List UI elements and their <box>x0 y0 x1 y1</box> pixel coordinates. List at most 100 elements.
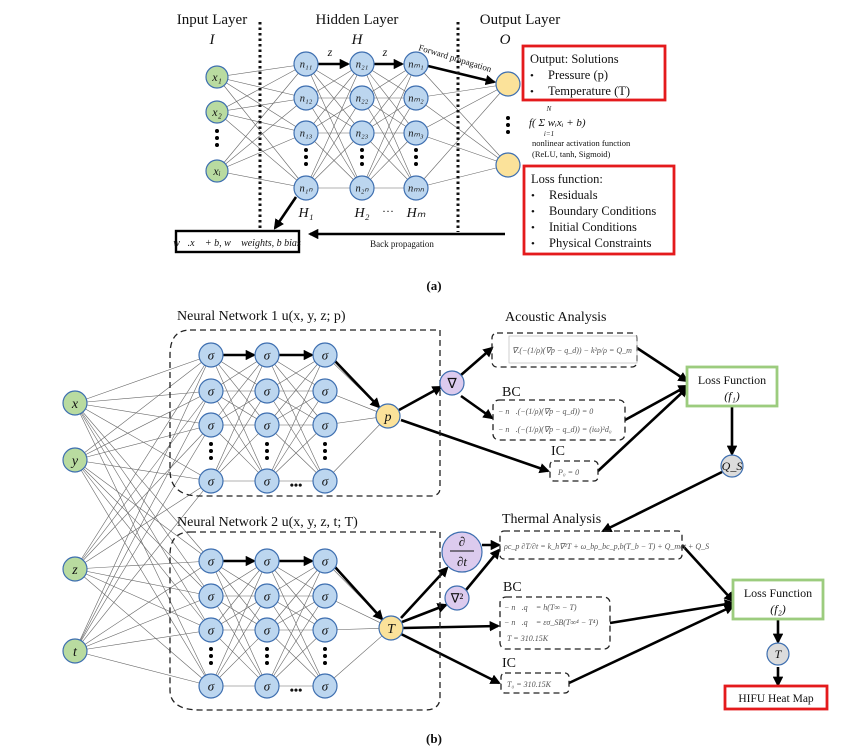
gradient-operator-node-circle <box>439 370 465 396</box>
hidden-hidden-edge <box>305 97 363 189</box>
sigma-node-circle <box>312 342 338 368</box>
thermal-equation: ρc_p ∂T/∂t = k_h∇²T + ω_bρ_bc_p,b(T_b − … <box>503 542 709 551</box>
hidden-hidden-edge <box>305 63 363 134</box>
dot <box>265 661 269 665</box>
output-node <box>495 71 521 97</box>
edge-label-z: z <box>327 45 333 59</box>
nn1-container <box>169 329 441 497</box>
loss-function-item: Physical Constraints <box>549 236 652 250</box>
ic-to-loss-arrow <box>597 386 689 472</box>
input-hidden-edge <box>74 459 212 687</box>
input-hidden-edge <box>74 402 212 631</box>
input-node-y: y <box>62 447 88 473</box>
sigma-node-label: σ <box>208 384 215 399</box>
sigma-node-circle <box>312 412 338 438</box>
nn2-bc-box <box>499 596 611 650</box>
nn2-ic-title: IC <box>502 656 516 671</box>
dot <box>265 647 269 651</box>
bullet: • <box>530 86 534 98</box>
hidden-ellipsis <box>209 647 213 665</box>
sigma-node-label: σ <box>322 679 329 694</box>
heat-source-node: Q_S <box>720 454 744 478</box>
sigma-node: σ <box>198 468 224 494</box>
hidden-node-circle <box>293 85 319 111</box>
input-node: x₁ <box>205 65 229 89</box>
sigma-node-circle <box>254 378 280 404</box>
hidden-ellipsis <box>360 148 364 166</box>
dot <box>215 143 219 147</box>
hidden-hidden-edge <box>210 595 268 687</box>
input-node-circle <box>205 100 229 124</box>
panel-a-nodes: x₁x₂xᵢn₁₁n₁₂n₁₃n₁ₙn₂₁n₂₂n₂₃n₂ₙnₘ₁nₘ₂nₘ₃n… <box>205 51 521 201</box>
hidden-node: n₂₂ <box>349 85 375 111</box>
hidden-output-edge <box>415 164 509 189</box>
sigma-node-circle <box>312 378 338 404</box>
sigma-node-circle <box>312 617 338 643</box>
hidden-node-circle <box>293 51 319 77</box>
nn1-ic-box <box>549 460 599 482</box>
sigma-node-label: σ <box>208 418 215 433</box>
input-hidden-edge <box>74 459 212 562</box>
input-hidden-edge <box>74 650 212 687</box>
hidden-output-edge <box>415 83 509 134</box>
dot <box>323 647 327 651</box>
input-hidden-edge <box>74 568 212 631</box>
hidden-node-label: n₂₂ <box>356 94 369 105</box>
hidden-ellipsis <box>265 442 269 460</box>
input-hidden-edge <box>74 402 212 597</box>
sigma-node-label: σ <box>264 554 271 569</box>
hidden-node: n₂₁ <box>349 51 375 77</box>
temperature-output-node-circle <box>378 615 404 641</box>
hidden-node: nₘ₂ <box>403 85 429 111</box>
panel-b-nodes: xyztσσσσσσσσσσσσ•••σσσσσσσσσσσσ•••pT∇∂∂t… <box>62 342 790 699</box>
hidden-ellipsis: ··· <box>382 204 394 218</box>
sum-lower-limit: i=1 <box>544 130 554 138</box>
hidden-hidden-edge <box>361 63 417 189</box>
sigma-node-circle <box>254 412 280 438</box>
sigma-node: σ <box>254 412 280 438</box>
hidden-node: n₂₃ <box>349 120 375 146</box>
nn2-bc-equation: − n⃗.q⃗ = h(T∞ − T) <box>504 603 577 612</box>
input-node-z: z <box>62 556 88 582</box>
laplacian-operator-node: ∇² <box>444 585 470 611</box>
dot <box>360 148 364 152</box>
sigma-node: σ <box>198 617 224 643</box>
sigma-node-label: σ <box>208 348 215 363</box>
bullet: • <box>531 238 535 250</box>
nn1-bc-equation: − n⃗.(−(1/ρ)(∇p − q_d)) = (iω)²d₀ <box>498 425 612 434</box>
nn2-ic-box <box>500 672 570 694</box>
sigma-node-circle <box>254 583 280 609</box>
output-layer-symbol: O <box>500 32 511 48</box>
sigma-node-circle <box>198 412 224 438</box>
heat-source-node-label: Q_S <box>722 459 743 473</box>
input-hidden-edge <box>74 354 212 404</box>
input-hidden-edge <box>74 459 212 631</box>
hidden-hidden-edge <box>305 132 363 189</box>
sigma-node-circle <box>254 617 280 643</box>
hidden-node-label: n₂ₙ <box>355 184 369 195</box>
dot <box>323 661 327 665</box>
loss-function-item: Residuals <box>549 188 598 202</box>
hidden-hidden-edge <box>210 354 268 482</box>
input-hidden-edge <box>74 354 212 570</box>
hidden-ellipsis <box>265 647 269 665</box>
back-propagation-label: Back propagation <box>370 239 434 249</box>
input-hidden-edge <box>216 63 307 78</box>
sigma-node-label: σ <box>322 348 329 363</box>
loss-function-title: Loss function: <box>531 172 603 186</box>
dot <box>323 449 327 453</box>
temperature-result-node-label: T <box>775 647 783 661</box>
dot <box>265 442 269 446</box>
input-node-z-label: z <box>71 563 78 578</box>
hidden-hidden-edge <box>266 424 326 482</box>
hidden-hidden-edge <box>266 354 326 426</box>
dot <box>323 456 327 460</box>
nn1-ic-equation: P₀ = 0 <box>557 468 579 477</box>
laplacian-operator-node-label: ∇² <box>450 591 464 606</box>
sigma-node: σ <box>254 617 280 643</box>
sigma-node-label: σ <box>264 474 271 489</box>
hifu-heat-map-label: HIFU Heat Map <box>738 693 814 705</box>
hidden-hidden-edge <box>210 424 268 482</box>
loss-function-item: Boundary Conditions <box>549 204 656 218</box>
